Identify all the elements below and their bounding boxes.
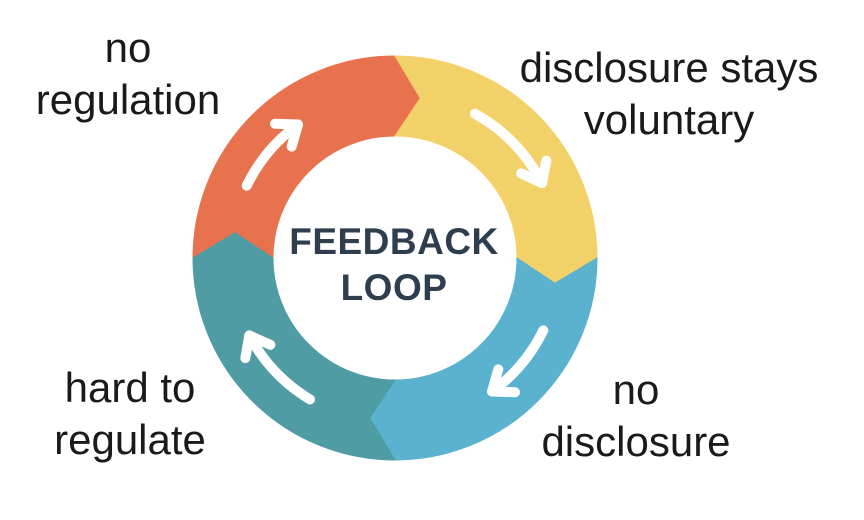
label-line: hard to xyxy=(64,364,196,411)
arrowhead-no-disclosure xyxy=(486,364,520,398)
label-disclosure-stays-voluntary: disclosure stays voluntary xyxy=(520,42,819,146)
label-line: regulation xyxy=(35,76,221,123)
label-line: no xyxy=(104,24,152,71)
label-line: disclosure xyxy=(541,418,731,465)
arrow-disclosure-stays-voluntary xyxy=(469,108,548,189)
segment-hard-to-regulate xyxy=(192,232,396,461)
label-line: no xyxy=(612,366,660,413)
arrowhead-hard-to-regulate xyxy=(240,330,276,364)
label-no-regulation: no regulation xyxy=(36,22,220,126)
center-title-line: LOOP xyxy=(340,267,448,308)
arrowhead-disclosure-stays-voluntary xyxy=(516,155,552,189)
center-title: FEEDBACK LOOP xyxy=(289,219,499,311)
label-line: regulate xyxy=(54,416,206,463)
arrowhead-no-regulation xyxy=(270,118,304,152)
label-line: voluntary xyxy=(583,96,755,143)
center-title-line: FEEDBACK xyxy=(289,221,499,262)
label-no-disclosure: no disclosure xyxy=(541,364,730,468)
label-line: disclosure stays xyxy=(519,44,819,91)
label-hard-to-regulate: hard to regulate xyxy=(54,362,206,466)
